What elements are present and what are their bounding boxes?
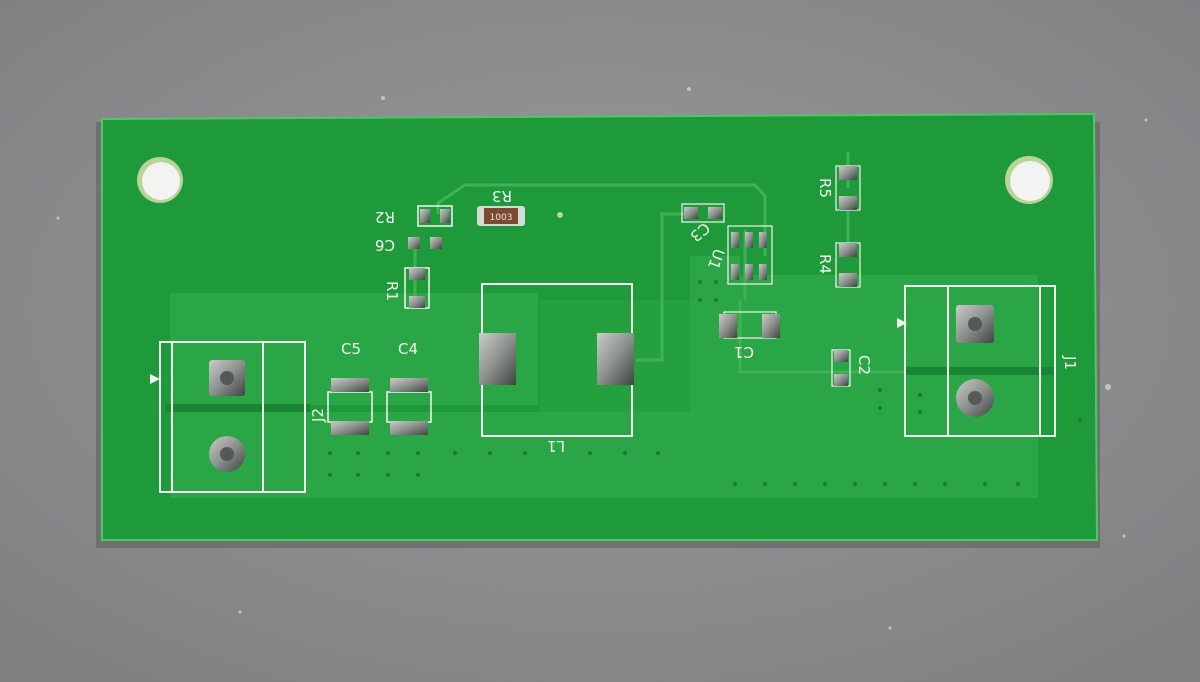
c1-pad-1 (719, 314, 737, 338)
c1-pad-2 (762, 314, 780, 338)
u1-pin-5 (745, 264, 753, 280)
r1-pad-2 (409, 296, 425, 308)
r2-outline (417, 205, 453, 227)
label-c6: C6 (375, 236, 395, 254)
c5-pad-1 (331, 378, 369, 392)
r3-resistor (477, 206, 525, 226)
r2-pad-2 (440, 209, 450, 223)
j1-pin1-marker (897, 318, 907, 328)
c3-pad-2 (708, 207, 722, 219)
surface-specks (56, 87, 1148, 630)
label-c1: C1 (734, 343, 754, 361)
r3-marking: 1003 (490, 213, 513, 223)
label-j1: J1 (1061, 355, 1079, 370)
label-c4: C4 (398, 340, 418, 358)
label-c5: C5 (341, 340, 361, 358)
u1-outline (727, 225, 773, 285)
label-r1: R1 (383, 281, 401, 301)
u1-pin-4 (731, 264, 739, 280)
j2-outline (159, 341, 306, 493)
j2-pin1-marker (150, 374, 160, 384)
u1-pin-6 (759, 264, 767, 280)
c4-pad-2 (390, 421, 428, 435)
r3-via (557, 212, 563, 218)
label-j2: J2 (309, 408, 327, 423)
j1-outline (904, 285, 1056, 437)
label-r4: R4 (816, 254, 834, 274)
r1-pad-1 (409, 268, 425, 280)
r2-pad-1 (420, 209, 430, 223)
r4-pad-1 (839, 243, 857, 257)
j2-pad-2-hole (220, 447, 234, 461)
label-r5: R5 (816, 178, 834, 198)
label-l1: L1 (547, 437, 565, 455)
label-r2: R2 (375, 208, 395, 226)
u1-pin-3 (759, 232, 767, 248)
c6-pad-1 (408, 237, 420, 249)
label-c2: C2 (855, 355, 873, 375)
j1-center-track (905, 367, 1055, 375)
u1-pin-1 (731, 232, 739, 248)
c4-pad-1 (390, 378, 428, 392)
c2-pad-2 (834, 374, 848, 386)
c2-pad-1 (834, 350, 848, 362)
j1-pad-1-hole (968, 317, 982, 331)
mounting-hole-left-inner (142, 162, 180, 200)
c3-pad-1 (684, 207, 698, 219)
label-u1: U1 (704, 246, 728, 271)
r5-pad-2 (839, 196, 857, 210)
c3-outline (681, 203, 725, 223)
j1-pad-2-hole (968, 391, 982, 405)
c6-pad-2 (430, 237, 442, 249)
j2-pad-1-hole (220, 371, 234, 385)
u1-pin-2 (745, 232, 753, 248)
right-copper-pour (690, 256, 1038, 498)
l1-pad-1 (479, 333, 516, 385)
c5-pad-2 (331, 421, 369, 435)
r4-pad-2 (839, 273, 857, 287)
label-r3: R3 (492, 187, 512, 205)
mounting-hole-right-inner (1010, 161, 1050, 201)
ground-vias (328, 280, 1082, 486)
r5-pad-1 (839, 166, 857, 180)
board-edge (101, 112, 1099, 541)
l1-pad-2 (597, 333, 634, 385)
j2-center-track (165, 404, 310, 412)
